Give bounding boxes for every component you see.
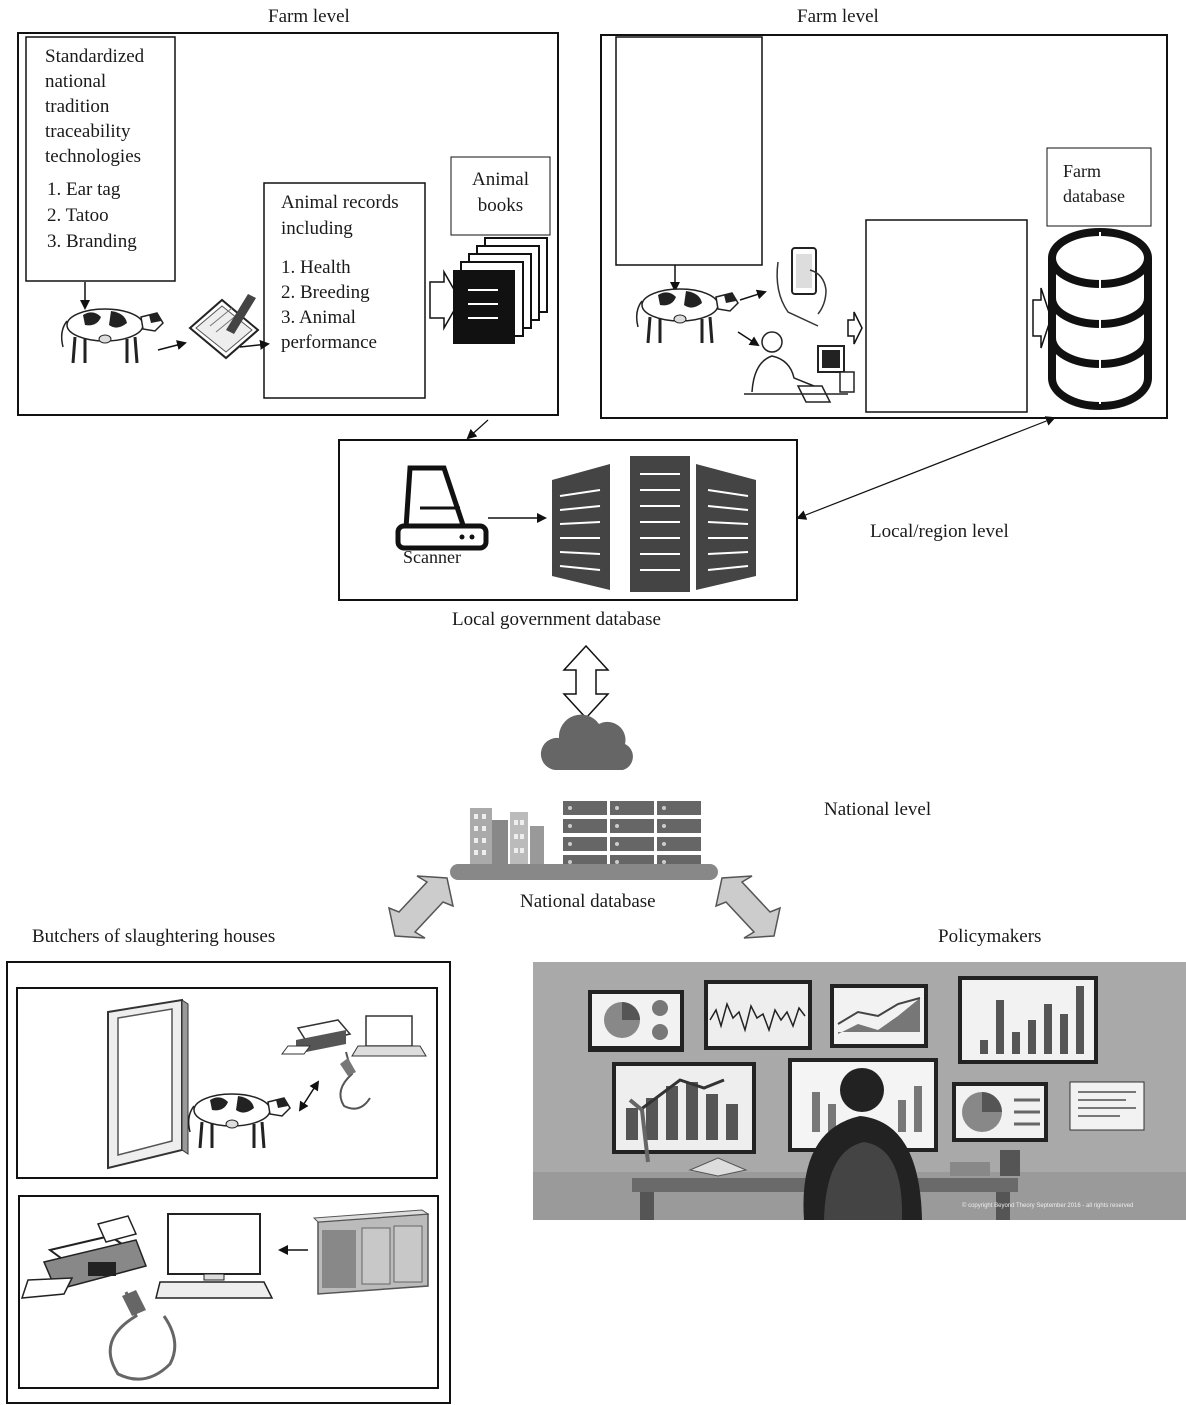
right-empty-box-middle <box>865 219 1028 413</box>
list-item: 3. Branding <box>47 231 137 252</box>
farm-left-heading: Farm level <box>268 6 350 27</box>
records-list: 1. Health 2. Breeding 3. Animal performa… <box>281 255 377 355</box>
national-platform <box>450 864 718 880</box>
cow-icon <box>635 287 740 345</box>
illustration-copyright: © copyright Beyond Theory September 2016… <box>962 1203 1134 1209</box>
farm-database-label-box <box>1046 147 1152 227</box>
butchers-frame <box>6 961 451 1404</box>
person-at-computer-icon <box>744 331 855 403</box>
database-cylinder-icon <box>1048 228 1152 410</box>
cow-icon <box>60 307 165 365</box>
refrigerator-unit-icon <box>312 1209 430 1295</box>
cloud-icon <box>540 714 633 770</box>
tablet-pen-icon <box>188 294 260 360</box>
list-item: performance <box>281 332 377 353</box>
national-level-label: National level <box>824 799 932 820</box>
list-item: 2. Breeding <box>281 282 370 303</box>
list-item: 1. Ear tag <box>47 179 121 200</box>
local-database-caption: Local government database <box>452 609 661 630</box>
local-database-frame <box>338 439 798 601</box>
animal-books-label: Animal books <box>472 169 529 216</box>
server-rack-icon <box>552 456 756 592</box>
farm-database-label: Farm database <box>1063 161 1125 206</box>
scanner-label: Scanner <box>403 547 461 567</box>
server-stack-icon <box>563 801 701 869</box>
local-level-label: Local/region level <box>870 521 1009 542</box>
farm-right-heading: Farm level <box>797 6 879 27</box>
butchers-panel-bottom <box>18 1195 439 1389</box>
desktop-computer-icon <box>155 1213 274 1299</box>
door-frame-icon <box>107 998 189 1170</box>
barcode-scanner-icon <box>339 1051 371 1110</box>
technologies-box <box>25 36 176 282</box>
national-database-caption: National database <box>520 891 656 912</box>
technologies-list: 1. Ear tag 2. Tatoo 3. Branding <box>47 177 137 255</box>
document-stack-icon <box>453 237 548 344</box>
farm-left-frame <box>17 32 559 416</box>
records-box <box>263 182 426 399</box>
technologies-title: Standardized national tradition traceabi… <box>45 46 145 167</box>
list-item: 3. Animal <box>281 307 356 328</box>
list-item: 2. Tatoo <box>47 205 109 226</box>
list-item: 1. Health <box>281 257 351 278</box>
printer-icon <box>20 1215 147 1299</box>
printer-icon <box>281 1019 352 1055</box>
books-label-box <box>450 156 551 236</box>
analyst-dashboard-illustration <box>533 962 1186 1220</box>
city-buildings-icon <box>470 808 544 870</box>
butchers-heading: Butchers of slaughtering houses <box>32 926 276 947</box>
policymakers-heading: Policymakers <box>938 926 1042 947</box>
smartphone-icon <box>776 247 827 327</box>
scanner-icon <box>395 465 489 551</box>
right-empty-box-top <box>615 36 763 266</box>
barcode-scanner-icon <box>108 1290 177 1381</box>
cow-icon <box>187 1092 292 1150</box>
laptop-icon <box>351 1015 427 1057</box>
butchers-panel-top <box>16 987 438 1179</box>
records-title: Animal records including <box>281 192 399 239</box>
